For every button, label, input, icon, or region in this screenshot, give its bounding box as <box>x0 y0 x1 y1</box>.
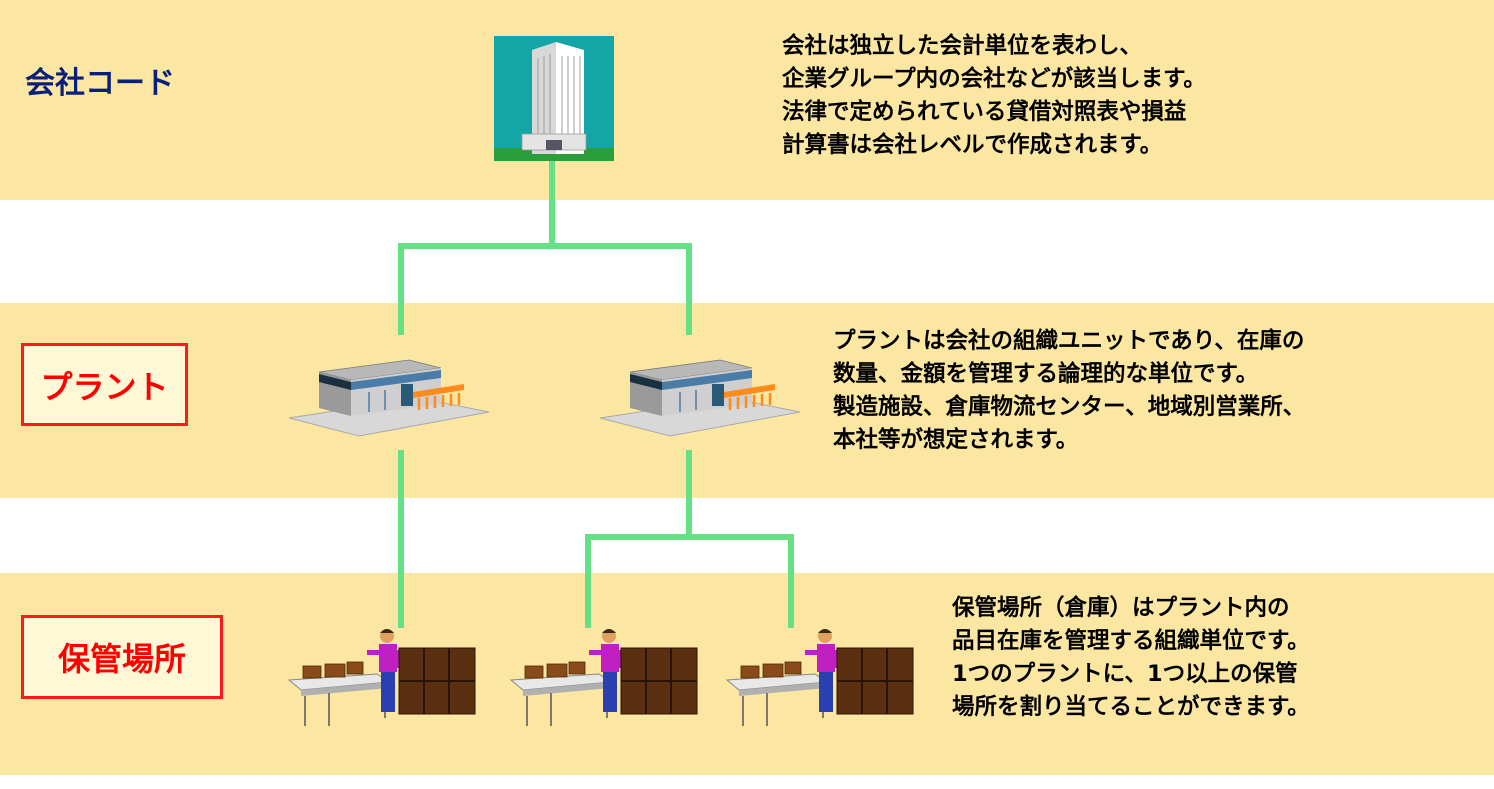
description-line: プラントは会社の組織ユニットであり、在庫の <box>833 328 1305 354</box>
description-line: 計算書は会社レベルで作成されます。 <box>782 132 1163 158</box>
description-line: 数量、金額を管理する論理的な単位です。 <box>833 361 1259 387</box>
description-line: 場所を割り当てることができます。 <box>952 694 1310 720</box>
description-line: 製造施設、倉庫物流センター、地域別営業所、 <box>833 394 1306 420</box>
storage-location-title: 保管場所 <box>21 615 223 699</box>
description-line: 1つのプラントに、1つ以上の保管 <box>952 661 1298 687</box>
warehouse-worker-icon <box>288 628 476 727</box>
factory-icon <box>287 358 491 438</box>
plant-description: プラントは会社の組織ユニットであり、在庫の 数量、金額を管理する論理的な単位です… <box>833 325 1305 457</box>
office-building-icon <box>493 35 615 162</box>
company-description: 会社は独立した会計単位を表わし、 企業グループ内の会社などが該当します。 法律で… <box>782 30 1206 162</box>
description-line: 本社等が想定されます。 <box>833 427 1079 453</box>
warehouse-worker-icon <box>726 628 914 727</box>
description-line: 保管場所（倉庫）はプラント内の <box>952 595 1290 621</box>
warehouse-worker-icon <box>510 628 698 727</box>
connector-lines <box>398 160 794 628</box>
description-line: 品目在庫を管理する組織単位です。 <box>952 628 1310 654</box>
plant-title: プラント <box>21 343 188 426</box>
company-band <box>0 0 1494 200</box>
description-line: 企業グループ内の会社などが該当します。 <box>782 66 1206 92</box>
description-line: 会社は独立した会計単位を表わし、 <box>782 33 1143 59</box>
storage-description: 保管場所（倉庫）はプラント内の 品目在庫を管理する組織単位です。 1つのプラント… <box>952 592 1310 724</box>
company-code-title: 会社コード <box>25 66 175 101</box>
description-line: 法律で定められている貸借対照表や損益 <box>782 99 1187 125</box>
factory-icon <box>598 358 802 438</box>
